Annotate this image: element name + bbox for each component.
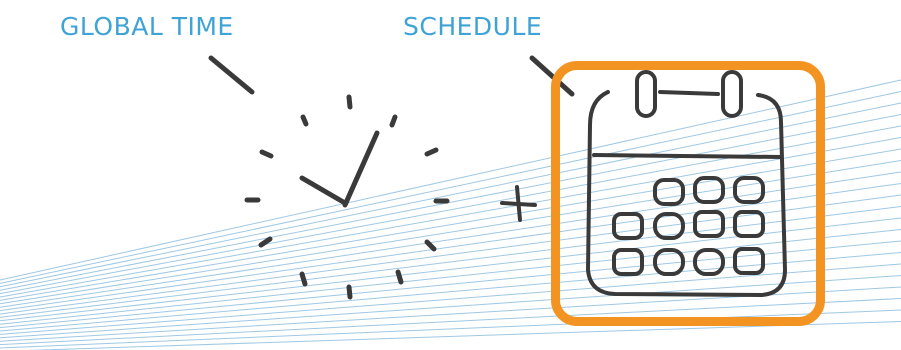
schedule-highlight-box [551, 61, 825, 326]
clock-icon [247, 97, 447, 297]
plus-icon [502, 187, 535, 220]
global-time-pointer [211, 58, 252, 92]
